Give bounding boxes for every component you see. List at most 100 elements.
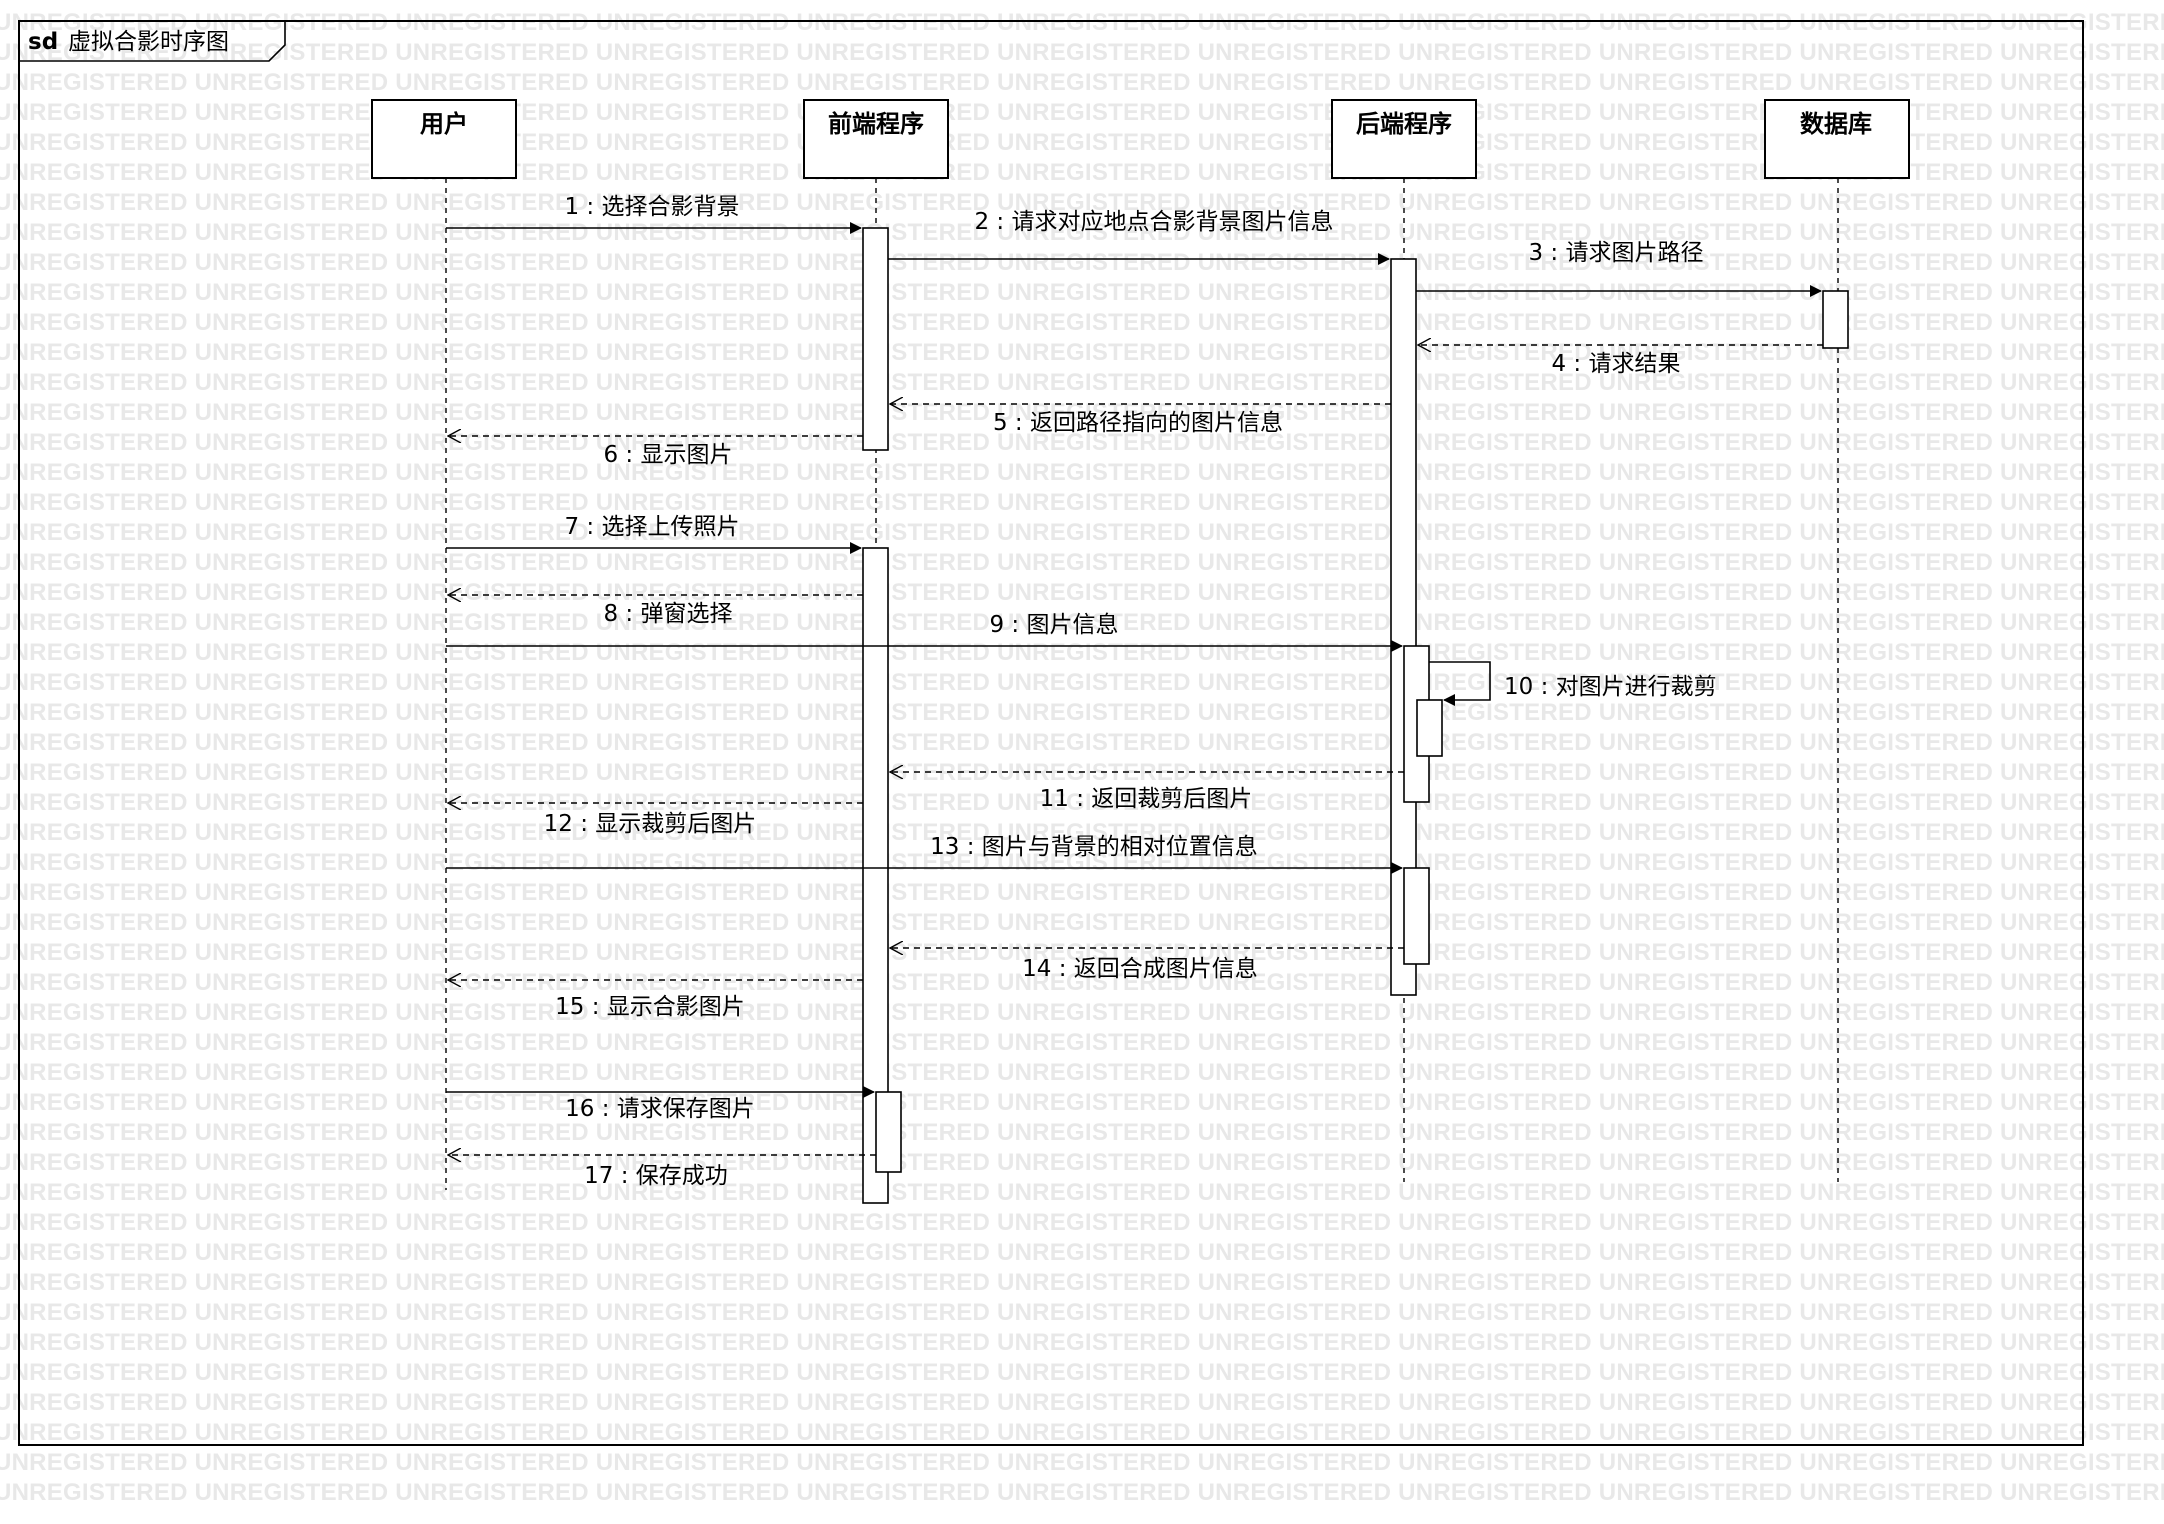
message-11: 11 : 返回裁剪后图片 bbox=[890, 772, 1404, 812]
watermark-row: UNREGISTERED UNREGISTERED UNREGISTERED U… bbox=[0, 639, 2164, 666]
watermark-row: UNREGISTERED UNREGISTERED UNREGISTERED U… bbox=[0, 1359, 2164, 1386]
watermark-layer: UNREGISTERED UNREGISTERED UNREGISTERED U… bbox=[0, 9, 2164, 1506]
watermark-row: UNREGISTERED UNREGISTERED UNREGISTERED U… bbox=[0, 219, 2164, 246]
watermark-row: UNREGISTERED UNREGISTERED UNREGISTERED U… bbox=[0, 729, 2164, 756]
diagram-frame bbox=[18, 20, 2084, 1446]
message-label-17: 17 : 保存成功 bbox=[584, 1163, 728, 1189]
message-10: 10 : 对图片进行裁剪 bbox=[1429, 661, 1717, 706]
watermark-row: UNREGISTERED UNREGISTERED UNREGISTERED U… bbox=[0, 1119, 2164, 1146]
message-8: 8 : 弹窗选择 bbox=[448, 595, 863, 627]
activation-backend-nested-2 bbox=[1403, 867, 1430, 965]
watermark-row: UNREGISTERED UNREGISTERED UNREGISTERED U… bbox=[0, 549, 2164, 576]
lifeline-user: 用户 bbox=[371, 99, 517, 1190]
watermark-row: UNREGISTERED UNREGISTERED UNREGISTERED U… bbox=[0, 279, 2164, 306]
watermark-row: UNREGISTERED UNREGISTERED UNREGISTERED U… bbox=[0, 1389, 2164, 1416]
message-label-6: 6 : 显示图片 bbox=[603, 442, 732, 468]
message-label-2: 2 : 请求对应地点合影背景图片信息 bbox=[974, 209, 1333, 235]
watermark-row: UNREGISTERED UNREGISTERED UNREGISTERED U… bbox=[0, 369, 2164, 396]
message-17: 17 : 保存成功 bbox=[448, 1155, 876, 1189]
watermark-row: UNREGISTERED UNREGISTERED UNREGISTERED U… bbox=[0, 1449, 2164, 1476]
activation-frontend-1 bbox=[862, 227, 889, 451]
message-label-3: 3 : 请求图片路径 bbox=[1528, 240, 1703, 266]
watermark-row: UNREGISTERED UNREGISTERED UNREGISTERED U… bbox=[0, 1239, 2164, 1266]
message-label-16: 16 : 请求保存图片 bbox=[565, 1096, 755, 1122]
watermark-row: UNREGISTERED UNREGISTERED UNREGISTERED U… bbox=[0, 69, 2164, 96]
watermark-row: UNREGISTERED UNREGISTERED UNREGISTERED U… bbox=[0, 849, 2164, 876]
message-label-5: 5 : 返回路径指向的图片信息 bbox=[993, 410, 1283, 436]
message-9: 9 : 图片信息 bbox=[446, 612, 1403, 652]
watermark-row: UNREGISTERED UNREGISTERED UNREGISTERED U… bbox=[0, 1209, 2164, 1236]
watermark-row: UNREGISTERED UNREGISTERED UNREGISTERED U… bbox=[0, 939, 2164, 966]
watermark-row: UNREGISTERED UNREGISTERED UNREGISTERED U… bbox=[0, 1329, 2164, 1356]
watermark-row: UNREGISTERED UNREGISTERED UNREGISTERED U… bbox=[0, 609, 2164, 636]
frame-title: 虚拟合影时序图 bbox=[68, 29, 229, 55]
watermark-row: UNREGISTERED UNREGISTERED UNREGISTERED U… bbox=[0, 1029, 2164, 1056]
message-label-8: 8 : 弹窗选择 bbox=[603, 601, 732, 627]
message-7: 7 : 选择上传照片 bbox=[446, 514, 862, 554]
lifeline-label-backend: 后端程序 bbox=[1356, 110, 1452, 138]
message-label-14: 14 : 返回合成图片信息 bbox=[1022, 956, 1258, 982]
message-label-11: 11 : 返回裁剪后图片 bbox=[1040, 786, 1253, 812]
watermark-row: UNREGISTERED UNREGISTERED UNREGISTERED U… bbox=[0, 1299, 2164, 1326]
message-label-1: 1 : 选择合影背景 bbox=[564, 194, 739, 220]
message-13: 13 : 图片与背景的相对位置信息 bbox=[446, 834, 1403, 874]
message-14: 14 : 返回合成图片信息 bbox=[890, 948, 1404, 982]
message-12: 12 : 显示裁剪后图片 bbox=[448, 803, 863, 837]
watermark-row: UNREGISTERED UNREGISTERED UNREGISTERED U… bbox=[0, 189, 2164, 216]
watermark-row: UNREGISTERED UNREGISTERED UNREGISTERED U… bbox=[0, 519, 2164, 546]
watermark-row: UNREGISTERED UNREGISTERED UNREGISTERED U… bbox=[0, 1059, 2164, 1086]
watermark-row: UNREGISTERED UNREGISTERED UNREGISTERED U… bbox=[0, 819, 2164, 846]
activation-backend-self bbox=[1416, 699, 1443, 757]
watermark-row: UNREGISTERED UNREGISTERED UNREGISTERED U… bbox=[0, 429, 2164, 456]
message-6: 6 : 显示图片 bbox=[448, 436, 863, 468]
watermark-row: UNREGISTERED UNREGISTERED UNREGISTERED U… bbox=[0, 309, 2164, 336]
lifeline-head-user bbox=[371, 99, 517, 179]
message-label-13: 13 : 图片与背景的相对位置信息 bbox=[930, 834, 1258, 860]
watermark-row: UNREGISTERED UNREGISTERED UNREGISTERED U… bbox=[0, 1179, 2164, 1206]
message-label-12: 12 : 显示裁剪后图片 bbox=[544, 811, 757, 837]
watermark-row: UNREGISTERED UNREGISTERED UNREGISTERED U… bbox=[0, 249, 2164, 276]
message-2: 2 : 请求对应地点合影背景图片信息 bbox=[888, 209, 1390, 265]
message-label-7: 7 : 选择上传照片 bbox=[564, 514, 739, 540]
lifeline-head-backend bbox=[1331, 99, 1477, 179]
watermark-row: UNREGISTERED UNREGISTERED UNREGISTERED U… bbox=[0, 909, 2164, 936]
watermark-row: UNREGISTERED UNREGISTERED UNREGISTERED U… bbox=[0, 489, 2164, 516]
message-16: 16 : 请求保存图片 bbox=[446, 1086, 875, 1122]
lifeline-label-user: 用户 bbox=[420, 110, 468, 138]
watermark-row: UNREGISTERED UNREGISTERED UNREGISTERED U… bbox=[0, 699, 2164, 726]
watermark-row: UNREGISTERED UNREGISTERED UNREGISTERED U… bbox=[0, 789, 2164, 816]
message-3: 3 : 请求图片路径 bbox=[1416, 240, 1822, 297]
watermark-row: UNREGISTERED UNREGISTERED UNREGISTERED U… bbox=[0, 1269, 2164, 1296]
watermark-row: UNREGISTERED UNREGISTERED UNREGISTERED U… bbox=[0, 669, 2164, 696]
message-15: 15 : 显示合影图片 bbox=[448, 980, 863, 1020]
watermark-row: UNREGISTERED UNREGISTERED UNREGISTERED U… bbox=[0, 1149, 2164, 1176]
message-label-15: 15 : 显示合影图片 bbox=[555, 994, 745, 1020]
watermark-row: UNREGISTERED UNREGISTERED UNREGISTERED U… bbox=[0, 1419, 2164, 1446]
lifeline-head-database bbox=[1764, 99, 1910, 179]
message-4: 4 : 请求结果 bbox=[1418, 345, 1823, 377]
frame-tab bbox=[19, 21, 286, 62]
activation-database bbox=[1822, 290, 1849, 349]
watermark-row: UNREGISTERED UNREGISTERED UNREGISTERED U… bbox=[0, 459, 2164, 486]
activation-frontend-nested bbox=[875, 1091, 902, 1173]
message-label-4: 4 : 请求结果 bbox=[1551, 351, 1680, 377]
message-1: 1 : 选择合影背景 bbox=[446, 194, 862, 234]
lifeline-head-frontend bbox=[803, 99, 949, 179]
watermark-row: UNREGISTERED UNREGISTERED UNREGISTERED U… bbox=[0, 969, 2164, 996]
watermark-row: UNREGISTERED UNREGISTERED UNREGISTERED U… bbox=[0, 579, 2164, 606]
watermark-row: UNREGISTERED UNREGISTERED UNREGISTERED U… bbox=[0, 879, 2164, 906]
lifeline-label-frontend: 前端程序 bbox=[828, 110, 924, 138]
watermark-row: UNREGISTERED UNREGISTERED UNREGISTERED U… bbox=[0, 339, 2164, 366]
message-5: 5 : 返回路径指向的图片信息 bbox=[890, 404, 1391, 436]
watermark-row: UNREGISTERED UNREGISTERED UNREGISTERED U… bbox=[0, 9, 2164, 36]
lifeline-label-database: 数据库 bbox=[1800, 110, 1872, 138]
frame-keyword: sd bbox=[28, 29, 58, 55]
watermark-row: UNREGISTERED UNREGISTERED UNREGISTERED U… bbox=[0, 1479, 2164, 1506]
watermark-row: UNREGISTERED UNREGISTERED UNREGISTERED U… bbox=[0, 39, 2164, 66]
lifeline-database: 数据库 bbox=[1764, 99, 1910, 1182]
message-label-10: 10 : 对图片进行裁剪 bbox=[1504, 674, 1717, 700]
watermark-row: UNREGISTERED UNREGISTERED UNREGISTERED U… bbox=[0, 1089, 2164, 1116]
message-label-9: 9 : 图片信息 bbox=[989, 612, 1118, 638]
watermark-row: UNREGISTERED UNREGISTERED UNREGISTERED U… bbox=[0, 999, 2164, 1026]
